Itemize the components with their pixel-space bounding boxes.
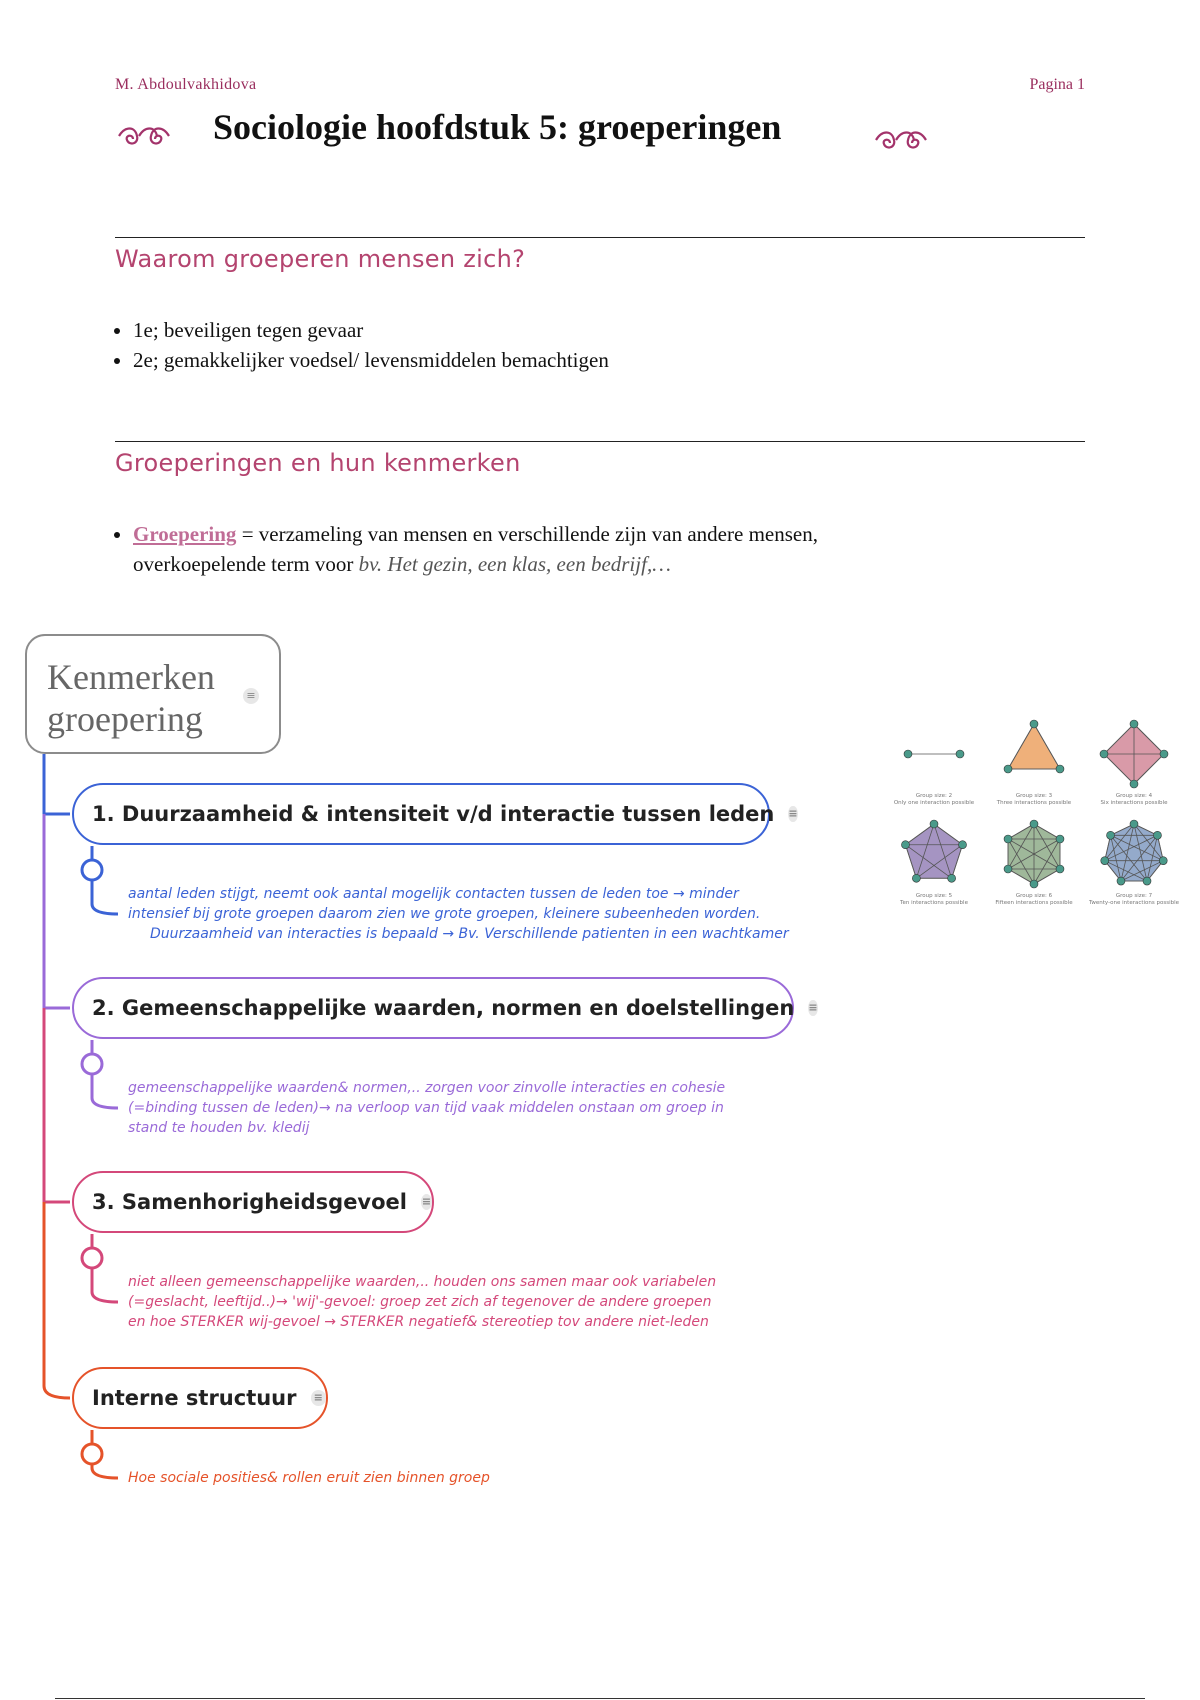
member-node bbox=[1056, 765, 1064, 773]
connector-node-3 bbox=[44, 1008, 70, 1202]
member-node bbox=[1153, 831, 1161, 839]
branch-circle-3 bbox=[82, 1248, 102, 1268]
member-node bbox=[1030, 880, 1038, 888]
member-node bbox=[1004, 765, 1012, 773]
node-label: 3. Samenhorigheidsgevoel bbox=[92, 1190, 407, 1214]
interaction-count-label: Six interactions possible bbox=[1084, 800, 1184, 807]
group-size-figure: Group size: 2Only one interaction possib… bbox=[884, 716, 1184, 916]
member-node bbox=[959, 841, 967, 849]
member-node bbox=[1056, 865, 1064, 873]
group-size-label: Group size: 7 bbox=[1084, 893, 1184, 900]
note-icon[interactable]: ≡ bbox=[808, 1000, 817, 1016]
complete-graph-7 bbox=[1084, 816, 1184, 890]
interaction-count-label: Three interactions possible bbox=[984, 800, 1084, 807]
member-node bbox=[912, 874, 920, 882]
node-label: Interne structuur bbox=[92, 1386, 297, 1410]
connector-node-2 bbox=[44, 814, 70, 1008]
member-node bbox=[1030, 720, 1038, 728]
note-icon[interactable]: ≡ bbox=[243, 688, 259, 704]
branch-circle-2 bbox=[82, 1054, 102, 1074]
member-node bbox=[948, 874, 956, 882]
note-icon[interactable]: ≡ bbox=[421, 1194, 432, 1210]
complete-graph-4 bbox=[1084, 716, 1184, 790]
member-node bbox=[1160, 750, 1168, 758]
member-node bbox=[1107, 831, 1115, 839]
node-4-description: Hoe sociale posities& rollen eruit zien … bbox=[128, 1468, 490, 1488]
member-node bbox=[1030, 820, 1038, 828]
root-label-line2: groepering bbox=[47, 698, 215, 740]
node-1-description: aantal leden stijgt, neemt ook aantal mo… bbox=[128, 884, 789, 944]
complete-graph-2 bbox=[884, 716, 984, 790]
node-3-description: niet alleen gemeenschappelijke waarden,.… bbox=[128, 1272, 716, 1332]
group-size-label: Group size: 6 bbox=[984, 893, 1084, 900]
interaction-count-label: Only one interaction possible bbox=[884, 800, 984, 807]
node-label: 1. Duurzaamheid & intensiteit v/d intera… bbox=[92, 802, 774, 826]
member-node bbox=[1004, 865, 1012, 873]
mindmap-node-2[interactable]: 2. Gemeenschappelijke waarden, normen en… bbox=[72, 977, 794, 1039]
node-label: 2. Gemeenschappelijke waarden, normen en… bbox=[92, 996, 794, 1020]
graph-area bbox=[1008, 724, 1060, 769]
group-size-label: Group size: 3 bbox=[984, 793, 1084, 800]
member-node bbox=[1004, 835, 1012, 843]
complete-graph-3 bbox=[984, 716, 1084, 790]
group-size-label: Group size: 2 bbox=[884, 793, 984, 800]
interaction-count-label: Twenty-one interactions possible bbox=[1084, 900, 1184, 907]
member-node bbox=[1143, 877, 1151, 885]
complete-graph-6 bbox=[984, 816, 1084, 890]
mindmap-node-3[interactable]: 3. Samenhorigheidsgevoel ≡ bbox=[72, 1171, 434, 1233]
mindmap-node-4[interactable]: Interne structuur ≡ bbox=[72, 1367, 328, 1429]
node-2-description: gemeenschappelijke waarden& normen,.. zo… bbox=[128, 1078, 725, 1138]
member-node bbox=[1130, 820, 1138, 828]
branch-circle-4 bbox=[82, 1444, 102, 1464]
member-node bbox=[1130, 780, 1138, 788]
member-node bbox=[1159, 857, 1167, 865]
member-node bbox=[956, 750, 964, 758]
interaction-count-label: Ten interactions possible bbox=[884, 900, 984, 907]
member-node bbox=[904, 750, 912, 758]
note-icon[interactable]: ≡ bbox=[311, 1390, 327, 1406]
member-node bbox=[930, 820, 938, 828]
member-node bbox=[1117, 877, 1125, 885]
member-node bbox=[1056, 835, 1064, 843]
note-icon[interactable]: ≡ bbox=[788, 806, 797, 822]
member-node bbox=[1101, 857, 1109, 865]
mindmap-node-1[interactable]: 1. Duurzaamheid & intensiteit v/d intera… bbox=[72, 783, 770, 845]
group-size-label: Group size: 4 bbox=[1084, 793, 1184, 800]
member-node bbox=[1130, 720, 1138, 728]
group-size-label: Group size: 5 bbox=[884, 893, 984, 900]
member-node bbox=[901, 841, 909, 849]
connector-node-1 bbox=[44, 754, 70, 814]
member-node bbox=[1100, 750, 1108, 758]
bottom-rule bbox=[55, 1698, 1145, 1699]
mindmap-root-node[interactable]: Kenmerken groepering ≡ bbox=[25, 634, 281, 754]
complete-graph-5 bbox=[884, 816, 984, 890]
connector-node-4 bbox=[44, 1202, 70, 1398]
interaction-count-label: Fifteen interactions possible bbox=[984, 900, 1084, 907]
branch-circle-1 bbox=[82, 860, 102, 880]
root-label-line1: Kenmerken bbox=[47, 656, 215, 698]
